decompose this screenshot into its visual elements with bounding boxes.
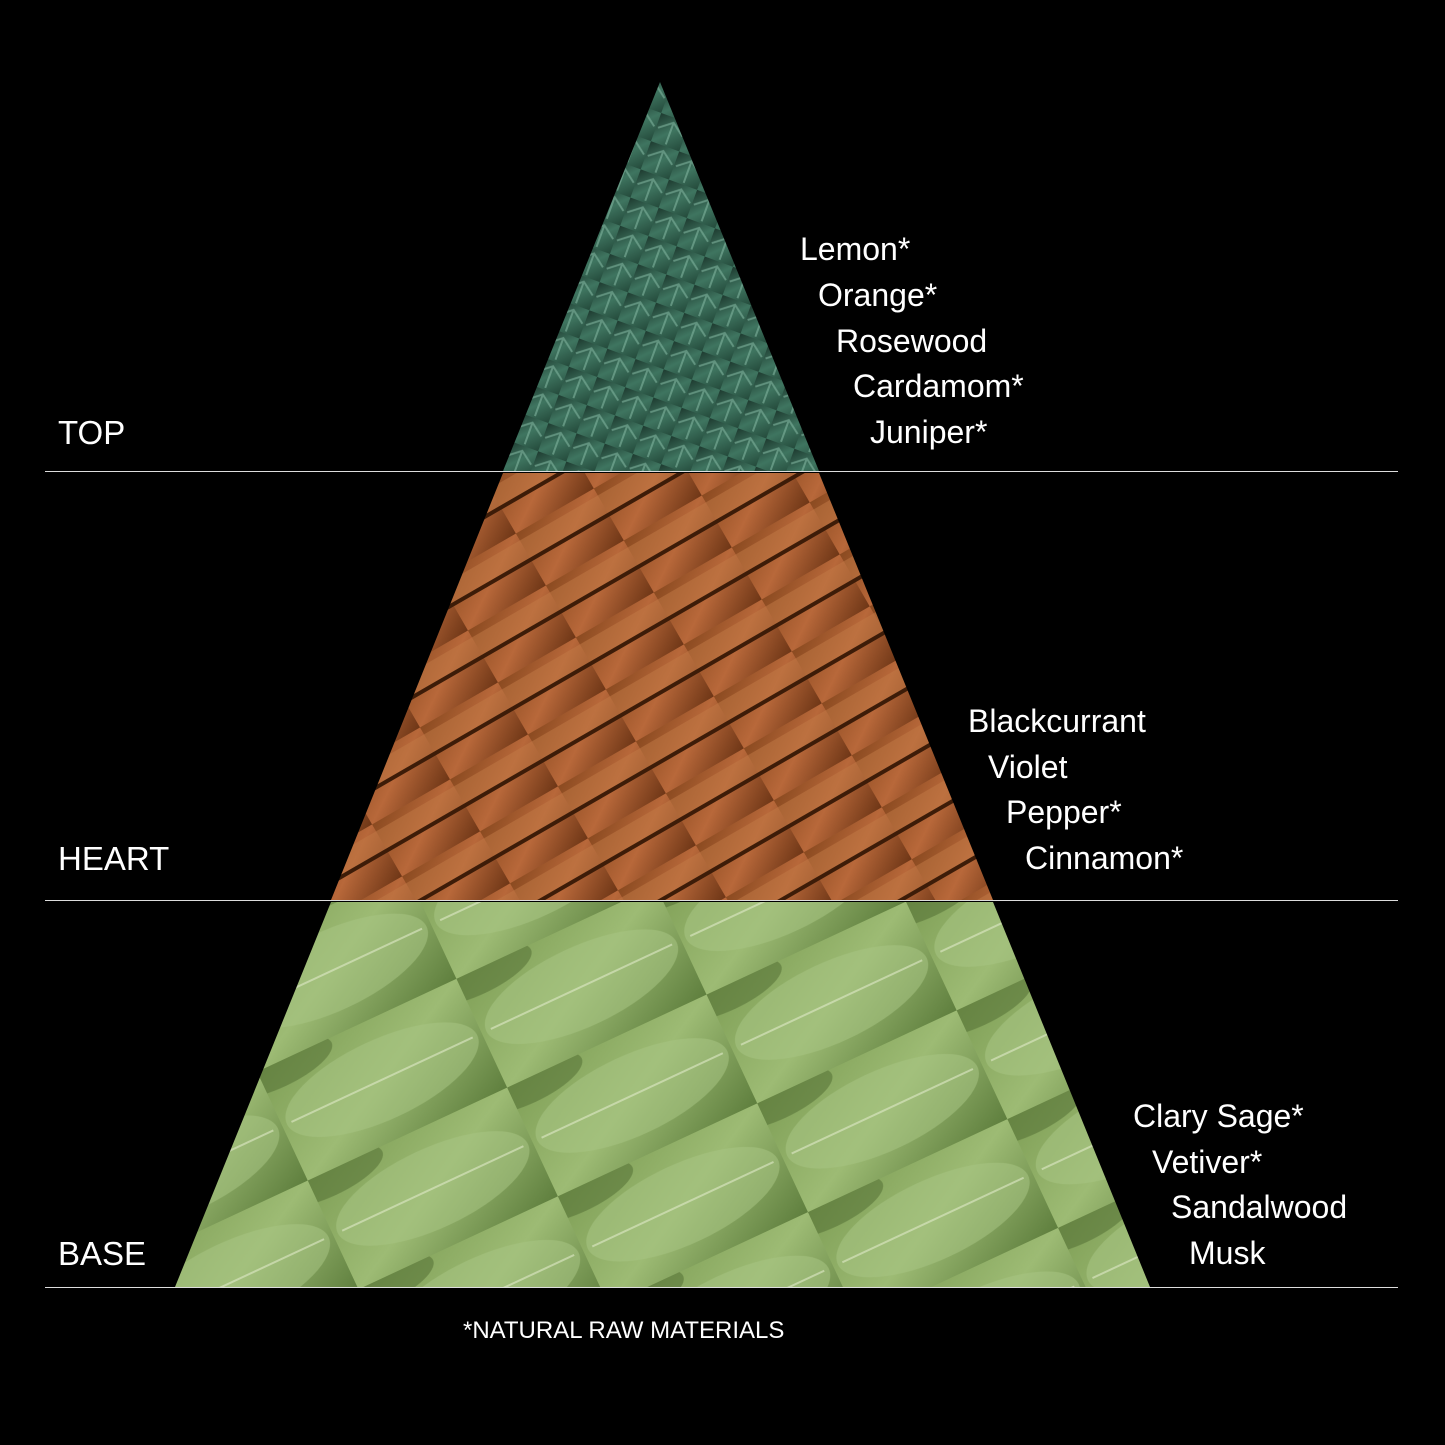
divider-heart xyxy=(45,900,1398,901)
base-note: Clary Sage* xyxy=(1133,1098,1304,1134)
heart-note: Blackcurrant xyxy=(968,703,1146,739)
divider-top xyxy=(45,471,1398,472)
footnote: *NATURAL RAW MATERIALS xyxy=(463,1317,785,1344)
tier-label-base: BASE xyxy=(58,1235,147,1272)
heart-note: Cinnamon* xyxy=(1025,840,1184,876)
tier-label-heart: HEART xyxy=(58,840,170,877)
base-tier-image xyxy=(175,902,1150,1287)
tier-label-top: TOP xyxy=(58,414,126,451)
base-note: Musk xyxy=(1189,1235,1266,1271)
top-note: Lemon* xyxy=(800,231,911,267)
top-note: Rosewood xyxy=(836,323,988,359)
top-tier-image xyxy=(503,82,819,471)
top-note: Orange* xyxy=(818,277,938,313)
base-note: Sandalwood xyxy=(1171,1189,1348,1225)
top-note: Cardamom* xyxy=(853,368,1024,404)
base-note: Vetiver* xyxy=(1152,1144,1263,1180)
divider-base xyxy=(45,1287,1398,1288)
top-note: Juniper* xyxy=(870,414,988,450)
heart-note: Pepper* xyxy=(1006,794,1122,830)
heart-tier-image xyxy=(331,473,993,900)
heart-note: Violet xyxy=(988,749,1068,785)
